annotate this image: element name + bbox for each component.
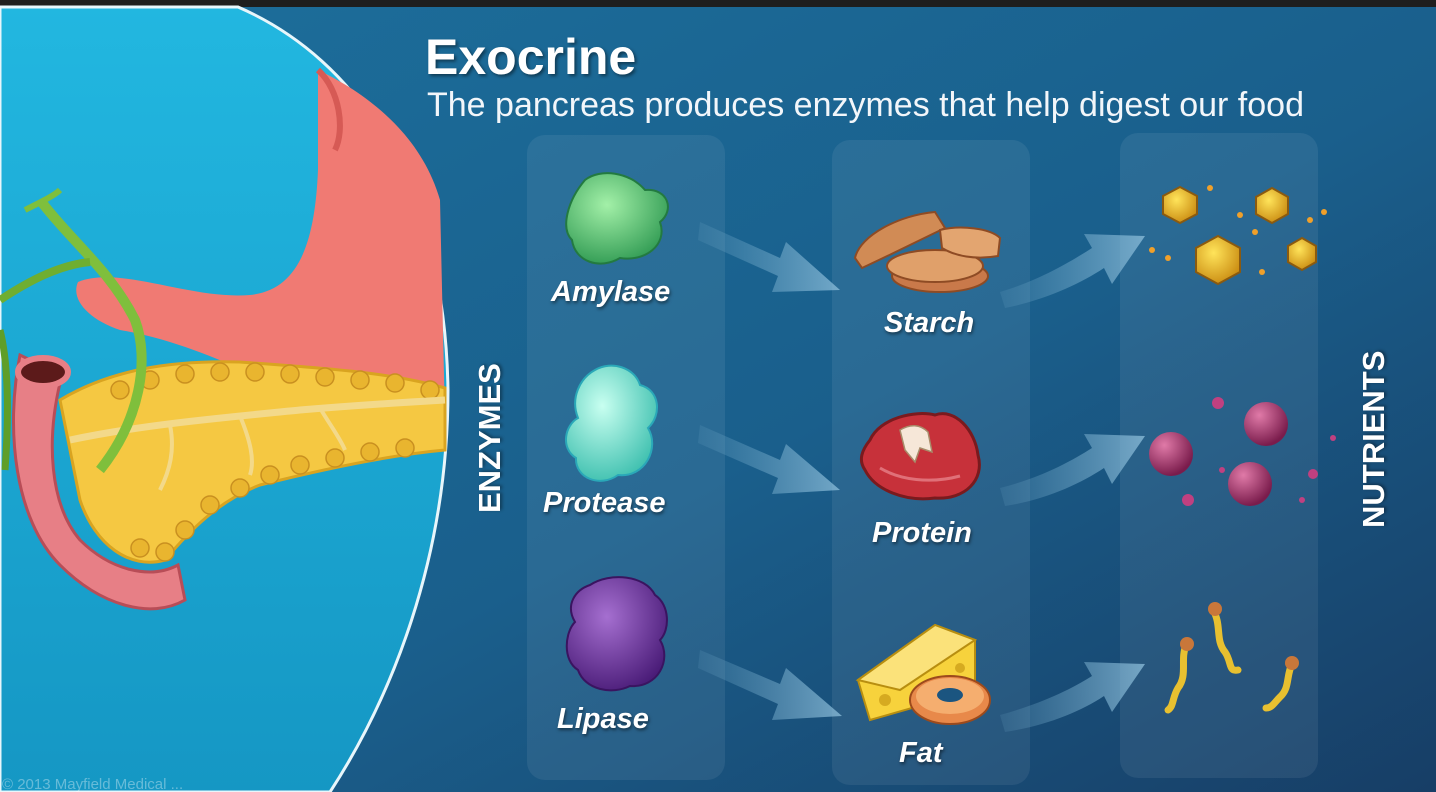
diagram-title: Exocrine — [425, 29, 637, 85]
bread-slices-icon — [853, 210, 1002, 293]
arrow-fat-nutrients — [1000, 662, 1145, 732]
lipase-label: Lipase — [557, 703, 649, 735]
hexagon-molecules-icon — [1149, 185, 1327, 286]
fat-label: Fat — [899, 737, 943, 769]
diagram-subtitle: The pancreas produces enzymes that help … — [427, 86, 1304, 124]
pancreas-illustration — [0, 5, 450, 792]
copyright-notice: © 2013 Mayfield Medical ... — [2, 776, 184, 792]
arrow-protease-protein — [698, 425, 840, 494]
sphere-molecules-icon — [1149, 397, 1336, 506]
arrow-lipase-fat — [698, 650, 842, 720]
arrow-starch-nutrients — [1000, 234, 1145, 308]
protease-icon — [565, 364, 659, 482]
amylase-icon — [565, 172, 669, 265]
starch-label: Starch — [884, 307, 975, 339]
protease-label: Protease — [543, 487, 666, 519]
cheese-donut-icon — [855, 623, 991, 725]
fatty-acid-chains-icon — [1164, 602, 1299, 714]
protein-label: Protein — [872, 517, 972, 549]
lipase-icon — [565, 576, 668, 692]
nutrients-column-label: NUTRIENTS — [1356, 350, 1391, 528]
nutrient-column-panel — [1120, 133, 1318, 778]
enzymes-column-label: ENZYMES — [472, 363, 507, 513]
amylase-label: Amylase — [551, 276, 671, 308]
steak-icon — [859, 412, 981, 501]
arrow-protein-nutrients — [1000, 434, 1145, 506]
arrow-amylase-starch — [698, 222, 840, 292]
